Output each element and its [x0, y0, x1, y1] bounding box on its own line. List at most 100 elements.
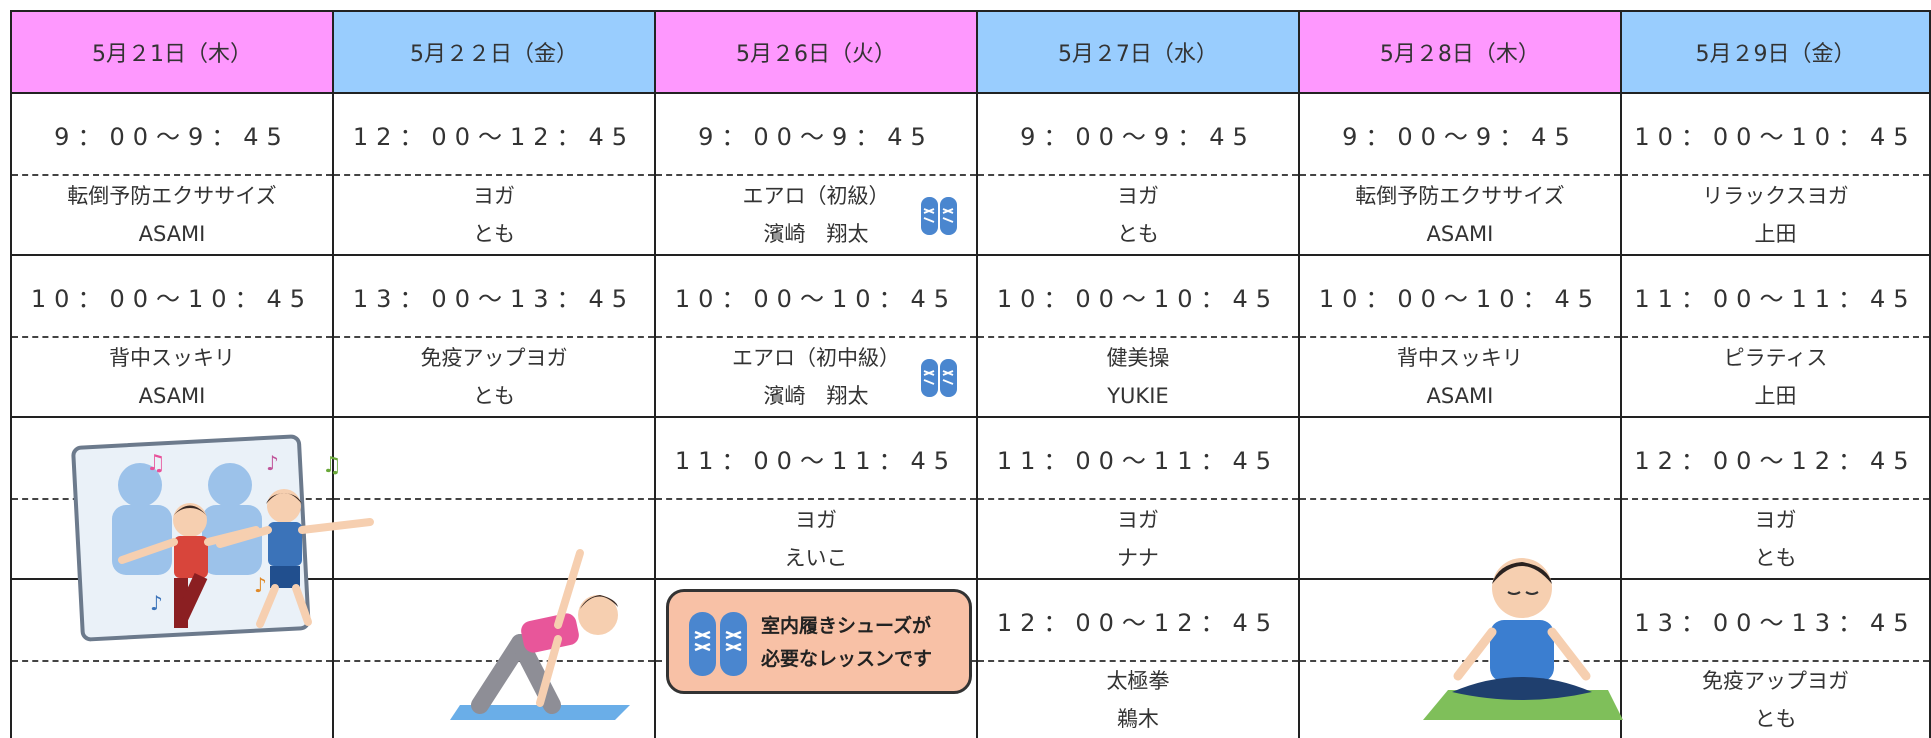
lesson-name: 背中スッキリ [1396, 346, 1523, 370]
instructor-name: 上田 [1754, 222, 1797, 246]
time-cell: 9：00〜9：45 [975, 92, 1300, 176]
instructor-name: ASAMI [138, 384, 206, 408]
instructor-name: とも [472, 222, 515, 246]
lesson-name: 太極拳 [1106, 669, 1170, 693]
lesson-cell: 背中スッキリ ASAMI [1297, 337, 1622, 417]
instructor-name: 鵜木 [1116, 707, 1159, 731]
indoor-shoes-icon [920, 196, 958, 236]
day-header-3: 5月２7日（水） [975, 10, 1300, 94]
schedule-header: 5月２1日（木） 5月２２日（金） 5月２6日（火） 5月２7日（水） 5月２8… [10, 10, 1931, 94]
instructor-name: ASAMI [1426, 222, 1494, 246]
notice-line-1: 室内履きシューズが [761, 615, 932, 637]
lesson-cell [331, 499, 656, 579]
svg-text:♫: ♫ [322, 453, 342, 478]
instructor-name: 上田 [1754, 384, 1797, 408]
instructor-name: 濱崎 翔太 [763, 222, 869, 246]
lesson-cell: 転倒予防エクササイズ ASAMI [1297, 175, 1622, 255]
time-cell: 10：00〜10：45 [653, 254, 978, 338]
day-header-1: 5月２２日（金） [331, 10, 656, 94]
day-header-4: 5月２8日（木） [1297, 10, 1622, 94]
lesson-cell: ヨガとも [1619, 499, 1931, 579]
lesson-name: ヨガ [1754, 508, 1797, 532]
lesson-cell: 免疫アップヨガとも [331, 337, 656, 417]
indoor-shoes-icon [689, 612, 747, 676]
time-cell [1297, 416, 1622, 500]
time-cell: 11：00〜11：45 [653, 416, 978, 500]
indoor-shoes-icon [920, 358, 958, 398]
meditation-illustration [1423, 558, 1623, 720]
lesson-name: 免疫アップヨガ [420, 346, 568, 370]
lesson-cell: 背中スッキリ ASAMI [10, 337, 334, 417]
time-cell: 10：00〜10：45 [10, 254, 334, 338]
lesson-cell: 転倒予防エクササイズ ASAMI [10, 175, 334, 255]
instructor-name: YUKIE [1107, 384, 1169, 408]
time-cell: 11：00〜11：45 [975, 416, 1300, 500]
lesson-cell: ヨガとも [331, 175, 656, 255]
indoor-shoes-notice: 室内履きシューズが 必要なレッスンです [666, 589, 972, 694]
time-cell: 12：00〜12：45 [1619, 416, 1931, 500]
lesson-name: 免疫アップヨガ [1701, 669, 1849, 693]
instructor-name: とも [472, 384, 515, 408]
lesson-cell: ヨガナナ [975, 499, 1300, 579]
lesson-cell: エアロ（初級） 濱崎 翔太 [653, 175, 978, 255]
lesson-cell: 健美操 YUKIE [975, 337, 1300, 417]
lesson-name: 健美操 [1106, 346, 1170, 370]
notice-line-2: 必要なレッスンです [761, 648, 933, 670]
lesson-cell: ピラティス上田 [1619, 337, 1931, 417]
lesson-cell: リラックスヨガ上田 [1619, 175, 1931, 255]
lesson-name: ヨガ [1116, 184, 1159, 208]
time-cell: 13：00〜13：45 [331, 254, 656, 338]
time-cell: 12：00〜12：45 [975, 578, 1300, 662]
lesson-name: ピラティス [1723, 346, 1828, 370]
lesson-name: エアロ（初級） [742, 184, 890, 208]
instructor-name: ASAMI [138, 222, 206, 246]
time-cell: 9：00〜9：45 [10, 92, 334, 176]
lesson-name: リラックスヨガ [1702, 184, 1849, 208]
day-header-5: 5月２9日（金） [1619, 10, 1931, 94]
svg-text:♪: ♪ [150, 591, 163, 615]
instructor-name: ナナ [1116, 546, 1159, 570]
lesson-name: ヨガ [794, 508, 837, 532]
lesson-cell: ヨガえいこ [653, 499, 978, 579]
instructor-name: 濱崎 翔太 [763, 384, 869, 408]
svg-text:♪: ♪ [266, 451, 279, 475]
lesson-name: 転倒予防エクササイズ [1355, 184, 1565, 208]
instructor-name: えいこ [784, 546, 848, 570]
time-cell: 11：00〜11：45 [1619, 254, 1931, 338]
time-cell: 10：00〜10：45 [975, 254, 1300, 338]
time-cell: 12：00〜12：45 [331, 92, 656, 176]
yoga-triangle-pose-illustration [450, 549, 630, 720]
lesson-row-1: 背中スッキリ ASAMI 免疫アップヨガとも エアロ（初中級） 濱崎 翔太 健美操 YUKI… [10, 337, 1931, 417]
svg-text:♪: ♪ [254, 573, 267, 597]
day-header-2: 5月２6日（火） [653, 10, 978, 94]
time-cell: 9：00〜9：45 [1297, 92, 1622, 176]
svg-text:♫: ♫ [146, 451, 166, 476]
time-cell: 9：00〜9：45 [653, 92, 978, 176]
lesson-row-2: ヨガえいこヨガナナヨガとも [10, 499, 1931, 579]
lesson-name: 背中スッキリ [108, 346, 235, 370]
time-cell: 13：00〜13：45 [1619, 578, 1931, 662]
lesson-cell [1297, 499, 1622, 579]
instructor-name: とも [1754, 546, 1797, 570]
time-cell: 10：00〜10：45 [1619, 92, 1931, 176]
instructor-name: ASAMI [1426, 384, 1494, 408]
lesson-cell: エアロ（初中級） 濱崎 翔太 [653, 337, 978, 417]
lesson-name: ヨガ [1116, 508, 1159, 532]
time-row-3: 12：00〜12：45 13：00〜13：45 [10, 578, 1931, 662]
lesson-name: ヨガ [472, 184, 515, 208]
instructor-name: とも [1116, 222, 1159, 246]
notice-text: 室内履きシューズが 必要なレッスンです [761, 610, 932, 676]
lesson-cell: 免疫アップヨガとも [1619, 661, 1931, 738]
lesson-name: 転倒予防エクササイズ [67, 184, 277, 208]
dancing-kids-illustration: ♫ ♪ ♫ ♪ ♪ [71, 434, 374, 642]
instructor-name: とも [1754, 707, 1797, 731]
lesson-name: エアロ（初中級） [731, 346, 900, 370]
time-cell [331, 416, 656, 500]
lesson-cell: 太極拳鵜木 [975, 661, 1300, 738]
lesson-cell: ヨガとも [975, 175, 1300, 255]
day-header-0: 5月２1日（木） [10, 10, 334, 94]
time-cell: 10：00〜10：45 [1297, 254, 1622, 338]
